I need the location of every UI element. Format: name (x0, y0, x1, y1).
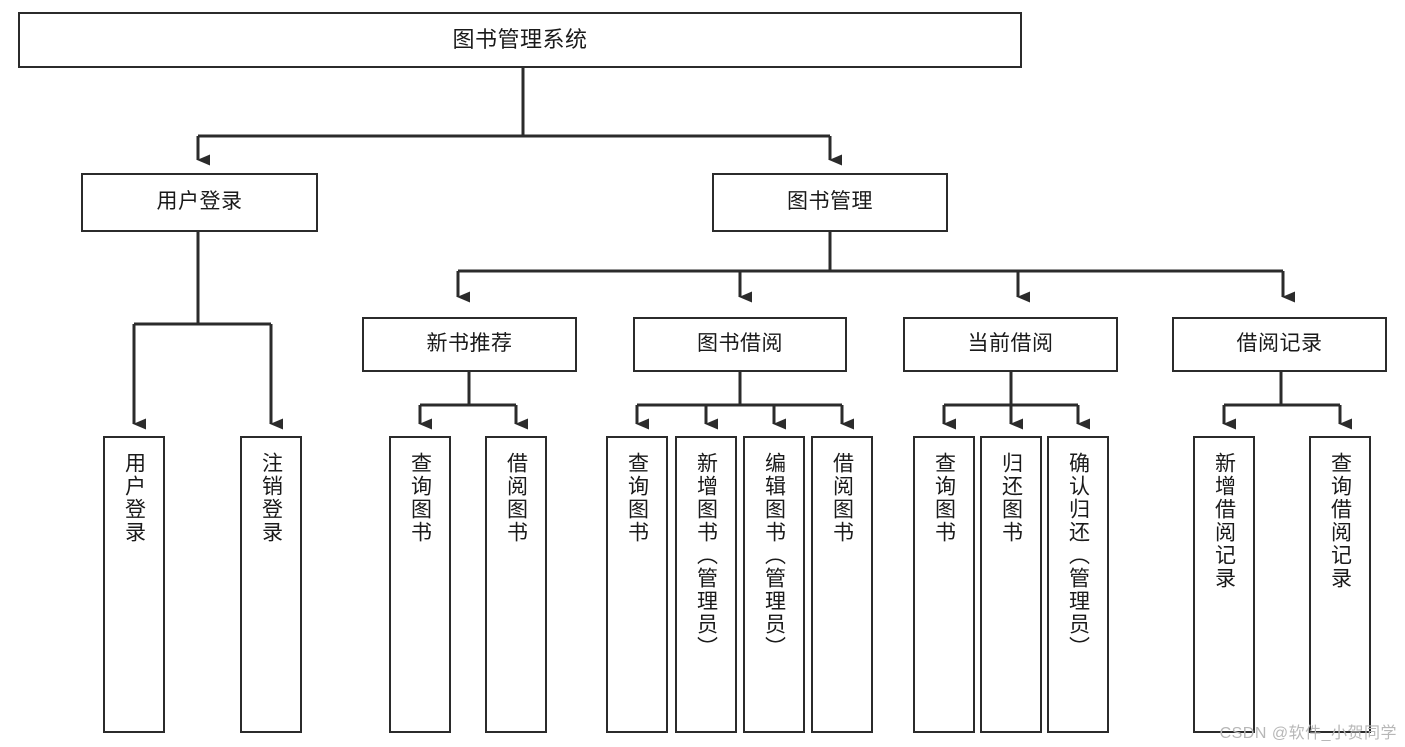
node-current-borrow[interactable]: 当前借阅 (903, 317, 1118, 372)
node-leaf-query-record[interactable]: 查询借阅记录 (1309, 436, 1371, 733)
node-leaf-edit-book-label: 编辑图书（管理员） (762, 452, 786, 659)
node-leaf-query-book-1[interactable]: 查询图书 (389, 436, 451, 733)
node-leaf-borrow-book-2-label: 借阅图书 (830, 452, 854, 544)
node-leaf-add-record-label: 新增借阅记录 (1212, 452, 1236, 590)
node-leaf-user-login-label: 用户登录 (122, 452, 146, 544)
node-leaf-borrow-book-2[interactable]: 借阅图书 (811, 436, 873, 733)
node-new-book-recommend-label: 新书推荐 (426, 332, 513, 356)
node-book-management[interactable]: 图书管理 (712, 173, 948, 232)
node-leaf-add-book-label: 新增图书（管理员） (694, 452, 718, 659)
node-leaf-edit-book[interactable]: 编辑图书（管理员） (743, 436, 805, 733)
node-root[interactable]: 图书管理系统 (18, 12, 1022, 68)
node-user-login[interactable]: 用户登录 (81, 173, 318, 232)
node-leaf-query-book-2-label: 查询图书 (625, 452, 649, 544)
node-current-borrow-label: 当前借阅 (967, 332, 1054, 356)
node-leaf-return-book-label: 归还图书 (999, 452, 1023, 544)
node-book-borrow-label: 图书借阅 (697, 332, 783, 356)
node-new-book-recommend[interactable]: 新书推荐 (362, 317, 577, 372)
node-leaf-return-book[interactable]: 归还图书 (980, 436, 1042, 733)
node-leaf-borrow-book-1[interactable]: 借阅图书 (485, 436, 547, 733)
node-leaf-logout-login-label: 注销登录 (259, 452, 283, 544)
node-leaf-user-login[interactable]: 用户登录 (103, 436, 165, 733)
node-book-borrow[interactable]: 图书借阅 (633, 317, 847, 372)
node-leaf-confirm-return-label: 确认归还（管理员） (1066, 452, 1090, 659)
node-book-management-label: 图书管理 (787, 190, 873, 214)
node-leaf-query-book-2[interactable]: 查询图书 (606, 436, 668, 733)
node-leaf-borrow-book-1-label: 借阅图书 (504, 452, 528, 544)
csdn-watermark: CSDN @软件_小贺同学 (1219, 725, 1397, 742)
node-leaf-query-book-3-label: 查询图书 (932, 452, 956, 544)
node-leaf-add-record[interactable]: 新增借阅记录 (1193, 436, 1255, 733)
node-leaf-confirm-return[interactable]: 确认归还（管理员） (1047, 436, 1109, 733)
node-leaf-add-book[interactable]: 新增图书（管理员） (675, 436, 737, 733)
node-leaf-query-record-label: 查询借阅记录 (1328, 452, 1352, 590)
node-leaf-query-book-1-label: 查询图书 (408, 452, 432, 544)
node-user-login-label: 用户登录 (156, 190, 243, 214)
node-leaf-logout-login[interactable]: 注销登录 (240, 436, 302, 733)
node-leaf-query-book-3[interactable]: 查询图书 (913, 436, 975, 733)
node-borrow-record-label: 借阅记录 (1236, 332, 1323, 356)
node-root-label: 图书管理系统 (452, 27, 588, 53)
node-borrow-record[interactable]: 借阅记录 (1172, 317, 1387, 372)
